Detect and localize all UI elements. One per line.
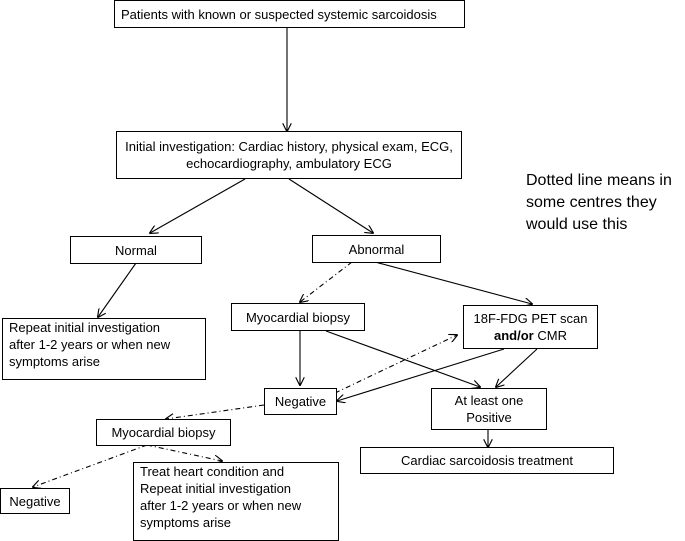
positive-line2: Positive [466, 410, 512, 425]
legend-note-line1: Dotted line means in [526, 172, 672, 189]
legend-note-line3: would use this [526, 216, 628, 233]
second-negative-label: Negative [9, 493, 61, 509]
initial-investigation-line1: Initial investigation: Cardiac history, … [125, 139, 453, 154]
initial-investigation-box: Initial investigation: Cardiac history, … [116, 131, 462, 179]
initial-investigation-line2: echocardiography, ambulatory ECG [186, 156, 392, 171]
treatment-box: Cardiac sarcoidosis treatment [360, 447, 614, 474]
arrow-pet-to-negative [337, 348, 505, 401]
legend-note-line2: some centres they [526, 194, 657, 211]
pet-scan-line1: 18F-FDG PET scan [473, 311, 588, 326]
positive-box: At least one Positive [431, 388, 547, 430]
positive-line1: At least one [454, 393, 524, 408]
dotted-arrow-negative-to-pet [334, 335, 457, 394]
patients-box: Patients with known or suspected systemi… [114, 0, 465, 28]
treat-repeat-line3: after 1-2 years or when new [140, 498, 302, 513]
dotted-arrow-negative-to-biopsy [166, 404, 265, 419]
dotted-arrow-biopsy-to-negative [33, 444, 148, 487]
myocardial-biopsy-box: Myocardial biopsy [231, 303, 365, 331]
second-negative-box: Negative [0, 488, 70, 514]
normal-label: Normal [115, 242, 157, 258]
arrow-biopsy-to-positive [325, 330, 480, 387]
repeat-investigation-line2: after 1-2 years or when new [9, 337, 171, 352]
normal-box: Normal [70, 236, 202, 264]
arrow-initial-to-normal [150, 178, 246, 233]
treatment-label: Cardiac sarcoidosis treatment [401, 453, 573, 468]
repeat-investigation-box: Repeat initial investigation after 1-2 y… [2, 318, 206, 380]
repeat-investigation-line1: Repeat initial investigation [9, 320, 161, 335]
second-biopsy-label: Myocardial biopsy [111, 425, 216, 440]
second-biopsy-box: Myocardial biopsy [96, 419, 231, 446]
treat-repeat-line4: symptoms arise [140, 515, 232, 530]
treat-repeat-box: Treat heart condition and Repeat initial… [133, 462, 339, 541]
arrow-abnormal-to-pet [374, 261, 532, 304]
myocardial-biopsy-label: Myocardial biopsy [245, 309, 351, 325]
pet-scan-andor: and/or [494, 328, 534, 343]
negative-label: Negative [274, 394, 327, 409]
pet-scan-cmr: CMR [533, 328, 567, 343]
pet-scan-box: 18F-FDG PET scan and/or CMR [463, 305, 598, 349]
patients-label: Patients with known or suspected systemi… [121, 6, 437, 22]
treat-repeat-line1: Treat heart condition and [140, 464, 285, 479]
dotted-arrow-abnormal-to-biopsy [300, 261, 353, 302]
abnormal-label: Abnormal [348, 241, 405, 257]
arrow-pet-to-positive [496, 348, 538, 387]
arrow-initial-to-abnormal [288, 178, 373, 233]
arrow-normal-to-repeat [98, 262, 137, 317]
repeat-investigation-line3: symptoms arise [9, 354, 101, 369]
legend-note: Dotted line means in some centres they w… [526, 170, 672, 236]
dotted-arrow-biopsy-to-treat [146, 444, 222, 461]
negative-box: Negative [264, 388, 337, 415]
pet-scan-line2: and/or CMR [494, 327, 567, 344]
treat-repeat-line2: Repeat initial investigation [140, 481, 292, 496]
abnormal-box: Abnormal [312, 235, 441, 263]
